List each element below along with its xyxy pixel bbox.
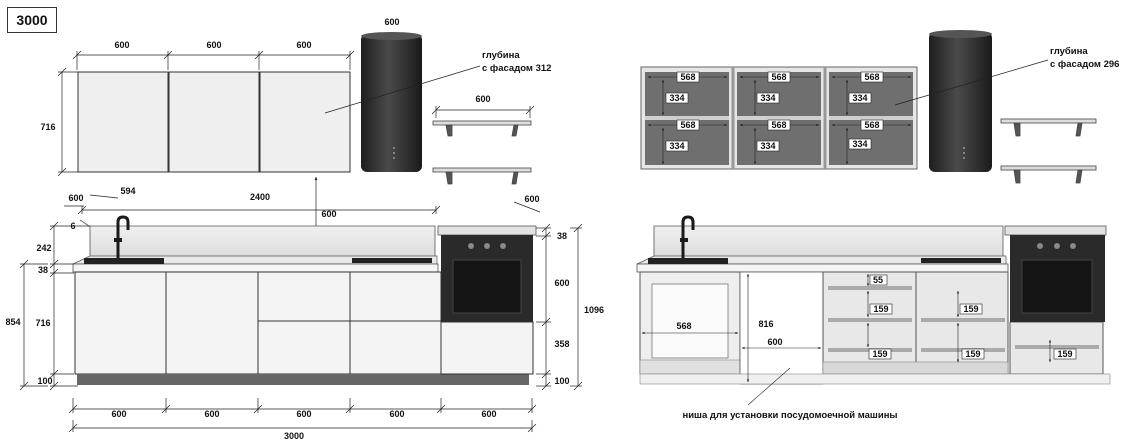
- range-hood: [361, 32, 422, 172]
- plinth-right: 100: [554, 376, 569, 386]
- upper-height: 716: [40, 122, 55, 132]
- niche-width: 600: [767, 337, 782, 347]
- inner-width-2a: 568: [771, 72, 786, 82]
- oven-column-right: [1004, 225, 1107, 322]
- inner-width-2b: 568: [771, 120, 786, 130]
- upper-cabinets: [77, 71, 351, 173]
- counter-depth-left: 600: [68, 193, 83, 203]
- page-title: 3000: [7, 7, 57, 33]
- upper-width-1: 600: [114, 40, 129, 50]
- shelf-height-1a: 334: [669, 93, 684, 103]
- bottom-width-5: 600: [481, 409, 496, 419]
- upper-depth-note-line1: глубина: [482, 50, 520, 61]
- bottom-width-4: 600: [389, 409, 404, 419]
- depth-leader: [324, 65, 481, 114]
- top-thickness-left: 38: [38, 265, 48, 275]
- plinth-left: 100: [37, 376, 52, 386]
- shelf-height-3b: 334: [852, 139, 867, 149]
- total-width: 3000: [284, 431, 304, 441]
- drawer-height: 358: [554, 339, 569, 349]
- backsplash-height: 242: [36, 243, 51, 253]
- shelf-height-2a: 334: [760, 93, 775, 103]
- wall-shelves-right: [1000, 118, 1097, 184]
- column-total-height: 1096: [584, 305, 604, 315]
- backsplash-gap: 600: [321, 209, 336, 219]
- upper-width-2: 600: [206, 40, 221, 50]
- right-view: 568 568 568 568 568 568 334 334 334 334 …: [636, 30, 1119, 421]
- lower-body-height: 716: [35, 318, 50, 328]
- bottom-width-2: 600: [204, 409, 219, 419]
- open-upper-cabinets: [640, 66, 918, 170]
- hood-width: 600: [384, 17, 399, 27]
- drawer-mid-4: 159: [965, 349, 980, 359]
- oven-top-thickness: 38: [557, 231, 567, 241]
- inner-width-3b: 568: [864, 120, 879, 130]
- lower-open-base: [636, 215, 1111, 385]
- counter-length: 2400: [250, 192, 270, 202]
- shelf-height-1b: 334: [669, 141, 684, 151]
- shelf-height-2b: 334: [760, 141, 775, 151]
- upper-depth-note-line2: с фасадом 312: [482, 63, 551, 74]
- shelf-height-3a: 334: [852, 93, 867, 103]
- inner-width-1a: 568: [680, 72, 695, 82]
- upper-depth-note-right-line1: глубина: [1050, 46, 1088, 57]
- lower-total-height: 854: [5, 317, 20, 327]
- lower-base: [72, 215, 529, 385]
- bottom-width-3: 600: [296, 409, 311, 419]
- column-depth: 600: [524, 194, 539, 204]
- sink-cabinet-inner-width: 568: [676, 321, 691, 331]
- oven-height: 600: [554, 278, 569, 288]
- oven-column: [437, 225, 537, 375]
- upper-depth-note-right-line2: с фасадом 296: [1050, 59, 1119, 70]
- drawer-mid-2: 159: [872, 349, 887, 359]
- left-view: 600 600 600 716 600 глубина с фасадом 31…: [5, 17, 604, 441]
- shelf-width: 600: [475, 94, 490, 104]
- inner-width-3a: 568: [864, 72, 879, 82]
- niche-height: 816: [758, 319, 773, 329]
- drawer-small: 55: [873, 275, 883, 285]
- niche-note: ниша для установки посудомоечной машины: [682, 410, 897, 421]
- upper-width-dims: [72, 50, 355, 70]
- bottom-width-1: 600: [111, 409, 126, 419]
- sink-depth: 594: [120, 186, 135, 196]
- drawer-mid-1: 159: [873, 304, 888, 314]
- inner-width-1b: 568: [680, 120, 695, 130]
- upper-width-3: 600: [296, 40, 311, 50]
- drawer-mid-5: 159: [1057, 349, 1072, 359]
- drawer-mid-3: 159: [963, 304, 978, 314]
- range-hood-right: [929, 30, 992, 172]
- wall-shelves: [432, 120, 532, 185]
